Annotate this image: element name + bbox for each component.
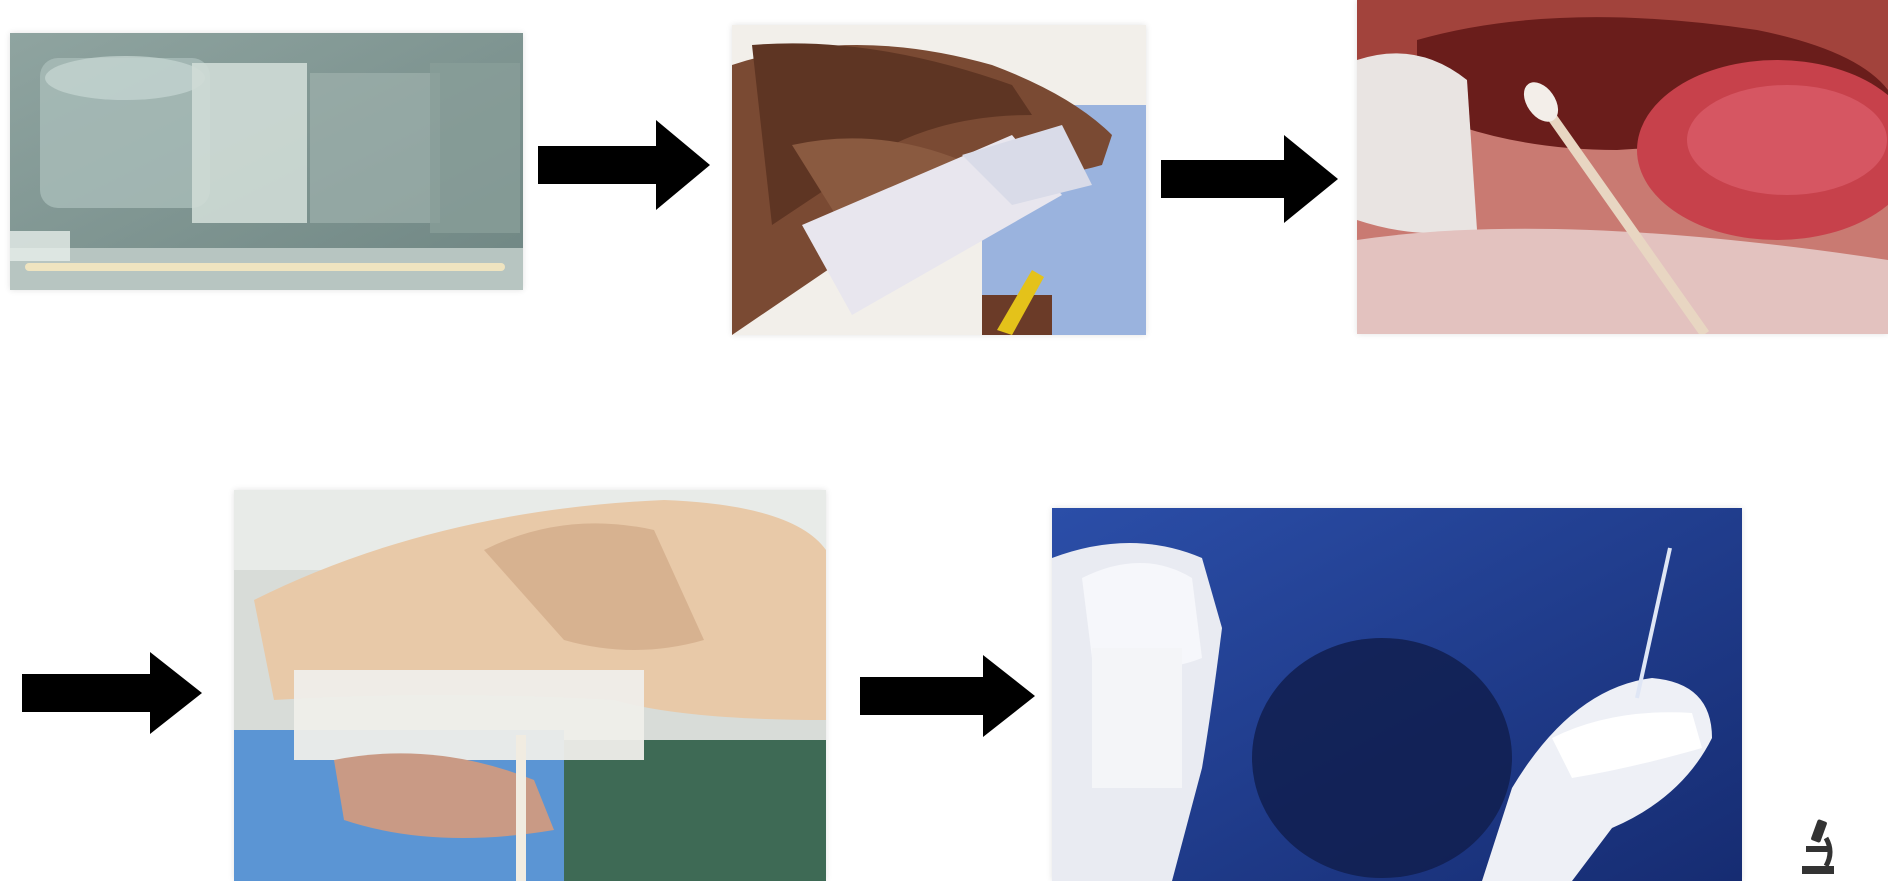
- step-5-gloved-hands-swab-photo: [1052, 508, 1742, 881]
- arrow-right-icon: [538, 120, 710, 210]
- step-3-oral-swab-collection-photo: [1357, 0, 1888, 334]
- step-4-smearing-slide-photo: [234, 490, 826, 881]
- arrow-right-icon: [22, 652, 202, 734]
- microscope-icon: [1798, 816, 1838, 876]
- arrow-right-icon: [1161, 135, 1338, 223]
- step-2-labeling-slide-photo: [732, 25, 1146, 335]
- step-1-slide-and-swab-photo: [10, 33, 523, 290]
- arrow-right-icon: [860, 655, 1035, 737]
